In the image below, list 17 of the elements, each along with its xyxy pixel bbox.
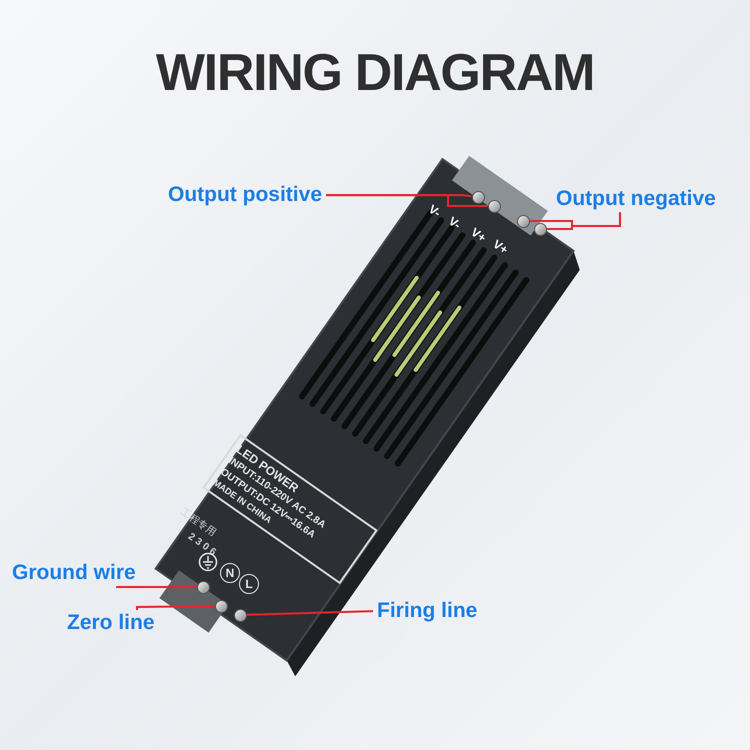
terminal-mark: N: [220, 563, 240, 583]
leader-line: [546, 212, 621, 230]
terminal-mark: L: [239, 574, 259, 594]
leader-line: [116, 586, 196, 588]
callout-label: Zero line: [67, 610, 155, 636]
leader-line: [246, 610, 374, 616]
leader-line: [136, 605, 215, 610]
terminal-mark: V-: [446, 214, 463, 232]
terminal-mark: V+: [490, 238, 510, 256]
callout-label: Output negative: [556, 186, 716, 212]
terminal-mark: V+: [468, 226, 488, 244]
callout-label: Firing line: [377, 598, 478, 624]
title: WIRING DIAGRAM: [154, 43, 596, 104]
callout-label: Output positive: [168, 182, 322, 208]
terminal-mark: V-: [426, 202, 443, 220]
leader-line: [326, 194, 488, 207]
callout-label: Ground wire: [12, 560, 136, 586]
